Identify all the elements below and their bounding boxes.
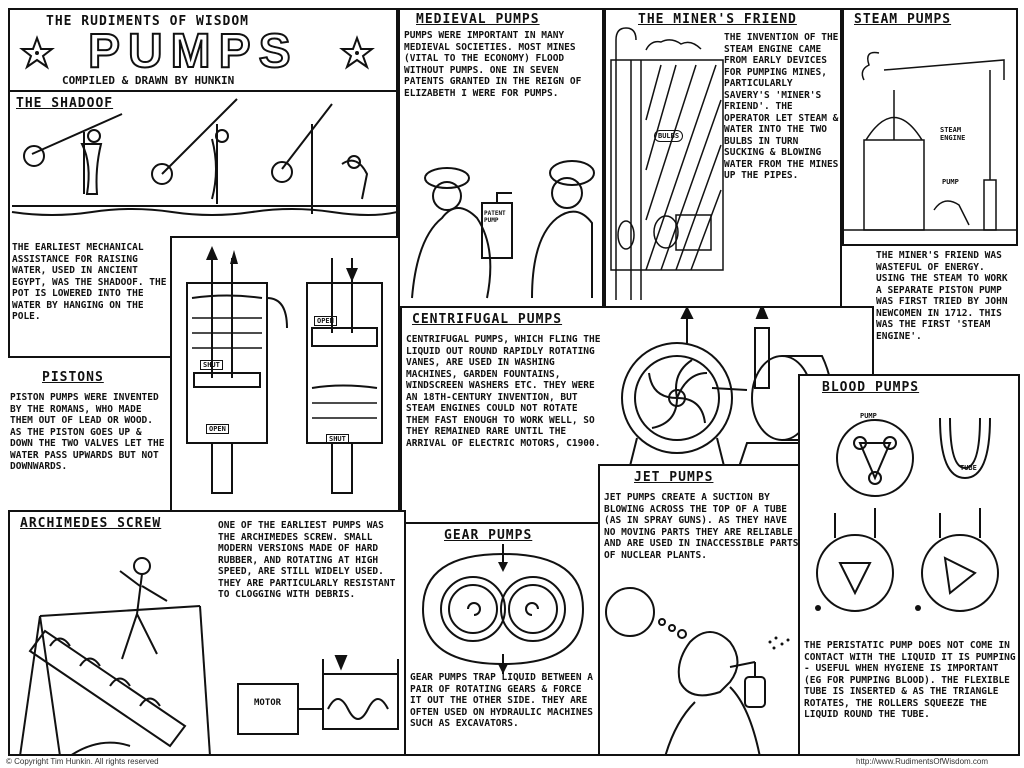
series-title: THE RUDIMENTS OF WISDOM <box>46 14 250 29</box>
archimedes-heading: ARCHIMEDES SCREW <box>20 516 162 531</box>
steam-illustration <box>844 30 1016 235</box>
shadoof-text: THE EARLIEST MECHANICAL ASSISTANCE FOR R… <box>12 242 167 322</box>
miners-friend-text: THE INVENTION OF THE STEAM ENGINE CAME F… <box>724 32 839 181</box>
patent-pump-label: PATENT PUMP <box>484 210 506 224</box>
centrifugal-text: CENTRIFUGAL PUMPS, WHICH FLING THE LIQUI… <box>406 334 601 449</box>
pistons-text: PISTON PUMPS WERE INVENTED BY THE ROMANS… <box>10 392 165 472</box>
gear-text: GEAR PUMPS TRAP LIQUID BETWEEN A PAIR OF… <box>410 672 594 729</box>
screw-pump-illustration <box>218 654 406 750</box>
medieval-text: PUMPS WERE IMPORTANT IN MANY MEDIEVAL SO… <box>404 30 582 99</box>
pistons-heading: PISTONS <box>42 370 104 385</box>
piston-label-open-2: OPEN <box>314 316 337 326</box>
gear-panel: GEAR PUMPS GEAR PUMPS TRAP LIQUID BETWEE… <box>404 522 600 756</box>
blood-pump-label: PUMP <box>860 412 877 420</box>
gear-illustration <box>408 544 598 674</box>
centrifugal-heading: CENTRIFUGAL PUMPS <box>412 312 563 327</box>
jet-illustration <box>600 582 790 756</box>
archimedes-illustration <box>10 536 220 756</box>
archimedes-panel: ARCHIMEDES SCREW ONE OF THE EARLIEST PUM… <box>8 510 406 756</box>
bulbs-label: BULBS <box>654 130 684 142</box>
steam-text: THE MINER'S FRIEND WAS WASTEFUL OF ENERG… <box>876 250 1008 342</box>
miners-friend-illustration <box>606 20 726 308</box>
shadoof-heading: THE SHADOOF <box>16 96 114 111</box>
blood-text: THE PERISTATIC PUMP DOES NOT COME IN CON… <box>804 640 1016 720</box>
medieval-illustration <box>402 148 602 308</box>
steam-heading: STEAM PUMPS <box>854 12 952 27</box>
star-icon <box>20 36 54 70</box>
blood-illustration <box>815 398 1018 638</box>
medieval-panel: MEDIEVAL PUMPS PUMPS WERE IMPORTANT IN M… <box>398 8 604 308</box>
website-link[interactable]: http://www.RudimentsOfWisdom.com <box>856 757 989 766</box>
blood-heading: BLOOD PUMPS <box>822 380 920 395</box>
steam-pump-label: PUMP <box>942 178 959 186</box>
motor-label: MOTOR <box>254 698 282 708</box>
piston-label-open-1: OPEN <box>206 424 229 434</box>
shadoof-illustration <box>12 94 397 234</box>
copyright-text: © Copyright Tim Hunkin. All rights reser… <box>6 757 159 766</box>
gear-heading: GEAR PUMPS <box>444 528 533 543</box>
miners-friend-panel: THE MINER'S FRIEND BULBS THE INVENTION O… <box>604 8 842 308</box>
archimedes-text: ONE OF THE EARLIEST PUMPS WAS THE ARCHIM… <box>218 520 396 600</box>
piston-label-shut-1: SHUT <box>200 360 223 370</box>
jet-panel: JET PUMPS JET PUMPS CREATE A SUCTION BY … <box>598 464 800 756</box>
main-title: PUMPS <box>87 24 299 79</box>
steam-panel: STEAM PUMPS STEAM ENGINE PUMP <box>842 8 1018 246</box>
star-icon <box>340 36 374 70</box>
title-panel: THE RUDIMENTS OF WISDOM PUMPS COMPILED &… <box>8 8 398 92</box>
jet-heading: JET PUMPS <box>634 470 714 485</box>
steam-engine-label: STEAM ENGINE <box>940 126 966 142</box>
piston-diagram <box>172 246 398 508</box>
credit: COMPILED & DRAWN BY HUNKIN <box>62 74 235 87</box>
blood-panel: BLOOD PUMPS PUMP TUBE THE PERISTATIC PUM… <box>798 374 1020 756</box>
miners-friend-heading: THE MINER'S FRIEND <box>638 12 797 27</box>
piston-label-shut-2: SHUT <box>326 434 349 444</box>
blood-tube-label: TUBE <box>960 464 977 472</box>
jet-text: JET PUMPS CREATE A SUCTION BY BLOWING AC… <box>604 492 799 561</box>
medieval-heading: MEDIEVAL PUMPS <box>416 12 540 27</box>
pistons-diagram-panel: SHUT OPEN OPEN SHUT <box>170 236 400 512</box>
